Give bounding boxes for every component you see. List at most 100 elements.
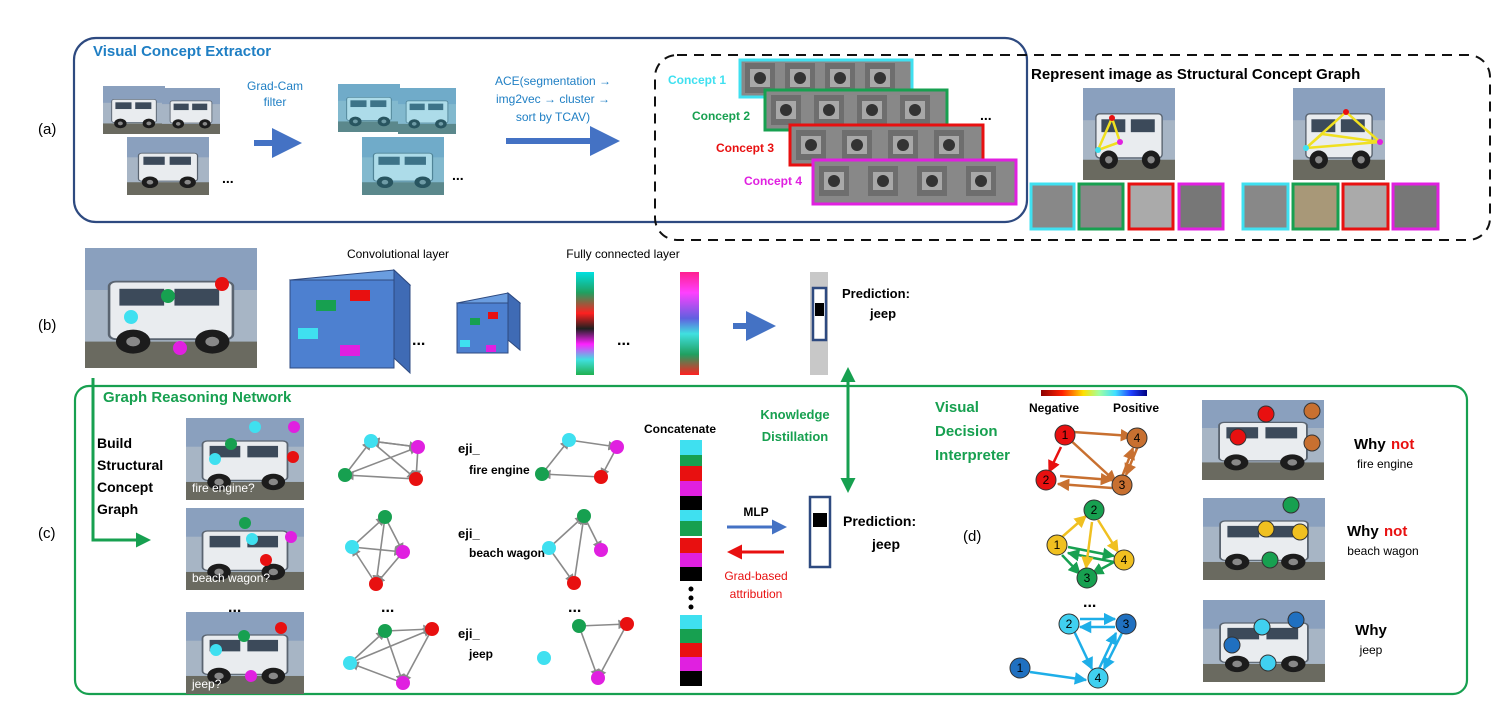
cnn-prediction-label: Prediction: [842, 286, 910, 301]
negative-label: Negative [1029, 401, 1079, 415]
weighted-graph-fire-engine [535, 433, 624, 484]
cnn-prediction-bar [810, 272, 828, 375]
explanation-image-fire-engine [1201, 399, 1325, 481]
ace-label-2: img2vec → cluster → [496, 92, 610, 106]
input-images-stack [102, 85, 221, 196]
why-target-3: jeep [1359, 643, 1383, 657]
build-label-4: Graph [97, 501, 138, 517]
node-1: 1 [1017, 661, 1024, 675]
conv-block-small [455, 291, 522, 354]
node-4: 4 [1121, 553, 1128, 567]
structural-graph-box [654, 54, 1491, 241]
eji-label-fire-engine: eji_ [458, 441, 480, 456]
ace-label-1: ACE(segmentation → [495, 74, 611, 88]
why-target-2: beach wagon [1347, 544, 1418, 558]
concatenate-label: Concatenate [644, 422, 716, 436]
concept-1-label: Concept 1 [668, 73, 726, 87]
gradcam-label-2: filter [264, 95, 287, 109]
ellipsis-fc: ... [617, 332, 630, 349]
structural-graph-title: Represent image as Structural Concept Gr… [1031, 66, 1360, 83]
panel-label-c: (c) [38, 525, 56, 542]
why-label-1: Why [1354, 436, 1386, 453]
vdi-title-1: Visual [935, 399, 979, 416]
graph-reasoning-title: Graph Reasoning Network [103, 389, 292, 406]
why-target-1: fire engine [1357, 457, 1413, 471]
visual-concept-extractor-box [72, 36, 1029, 224]
build-graph-arrow [91, 378, 151, 548]
grn-prediction-value: jeep [871, 536, 900, 552]
node-2: 2 [1043, 473, 1050, 487]
ellipsis-graphs-2: ... [568, 599, 581, 616]
fc-layer-2 [680, 272, 699, 375]
cnn-prediction-value: jeep [869, 306, 896, 321]
ellipsis-3: ... [980, 107, 992, 123]
node-3: 3 [1084, 571, 1091, 585]
fc-layer-1 [576, 272, 594, 375]
concept-graph-fire-engine [338, 434, 425, 486]
eji-label-jeep: eji_ [458, 626, 480, 641]
eji-target-beach-wagon: beach wagon [469, 546, 545, 560]
grad-attribution-label-1: Grad-based [724, 569, 787, 583]
grn-image-fire-engine [185, 417, 305, 501]
concept-graph-beach-wagon [345, 510, 410, 591]
color-scale-bar [1041, 390, 1147, 396]
grn-prediction-bar [808, 495, 832, 569]
structural-graph-patches-2 [1241, 182, 1440, 231]
eji-target-fire-engine: fire engine [469, 463, 530, 477]
conv-layer-label: Convolutional layer [347, 247, 449, 261]
node-1: 1 [1054, 538, 1061, 552]
positive-label: Positive [1113, 401, 1159, 415]
ellipsis-graphs-1: ... [381, 599, 394, 616]
grn-prediction-label: Prediction: [843, 513, 916, 529]
structural-graph-patches-1 [1029, 182, 1225, 231]
knowledge-distillation-label-2: Distillation [762, 429, 829, 444]
eji-label-beach-wagon: eji_ [458, 526, 480, 541]
explanation-image-jeep [1202, 599, 1326, 683]
ellipsis-images: ... [228, 599, 241, 616]
panel-label-a: (a) [38, 121, 56, 138]
interpreter-graph-fire-engine [1035, 424, 1148, 496]
graph-reasoning-box [73, 384, 1469, 696]
node-3: 3 [1119, 478, 1126, 492]
build-label-1: Build [97, 435, 132, 451]
question-jeep: jeep? [191, 677, 222, 691]
mlp-label: MLP [743, 505, 768, 519]
concept-row-4 [811, 158, 1018, 206]
ace-label-3: sort by TCAV) [516, 110, 590, 124]
build-label-2: Structural [97, 457, 163, 473]
ellipsis-2: ... [452, 167, 464, 183]
interpreter-graph-jeep [1009, 612, 1137, 689]
node-4: 4 [1134, 431, 1141, 445]
vdi-title-2: Decision [935, 423, 998, 440]
knowledge-distillation-label-1: Knowledge [760, 407, 829, 422]
grn-image-beach-wagon [185, 507, 305, 591]
structural-graph-example-1 [1082, 87, 1176, 181]
grn-image-jeep [185, 611, 305, 695]
concept-graph-jeep [343, 622, 439, 690]
concept-row-3 [788, 123, 985, 167]
why-not-2: not [1384, 523, 1407, 540]
weighted-graph-jeep [537, 617, 634, 685]
panel-label-d: (d) [963, 528, 981, 545]
concept-3-label: Concept 3 [716, 141, 774, 155]
concept-4-label: Concept 4 [744, 174, 802, 188]
ellipsis-1: ... [222, 170, 234, 186]
node-2: 2 [1066, 617, 1073, 631]
explanation-image-beach-wagon [1202, 496, 1326, 581]
concept-2-label: Concept 2 [692, 109, 750, 123]
interpreter-graph-beach-wagon [1046, 499, 1135, 589]
build-label-3: Concept [97, 479, 153, 495]
ellipsis-conv: ... [412, 332, 425, 349]
node-1: 1 [1062, 428, 1069, 442]
question-fire-engine: fire engine? [192, 481, 255, 495]
gradcam-images-stack [337, 83, 457, 196]
visual-concept-extractor-title: Visual Concept Extractor [93, 43, 271, 60]
why-not-1: not [1391, 436, 1414, 453]
weighted-graph-beach-wagon [542, 509, 608, 590]
structural-graph-example-2 [1292, 87, 1386, 181]
vdi-title-3: Interpreter [935, 447, 1010, 464]
eji-target-jeep: jeep [468, 647, 493, 661]
node-3: 3 [1123, 617, 1130, 631]
node-2: 2 [1091, 503, 1098, 517]
